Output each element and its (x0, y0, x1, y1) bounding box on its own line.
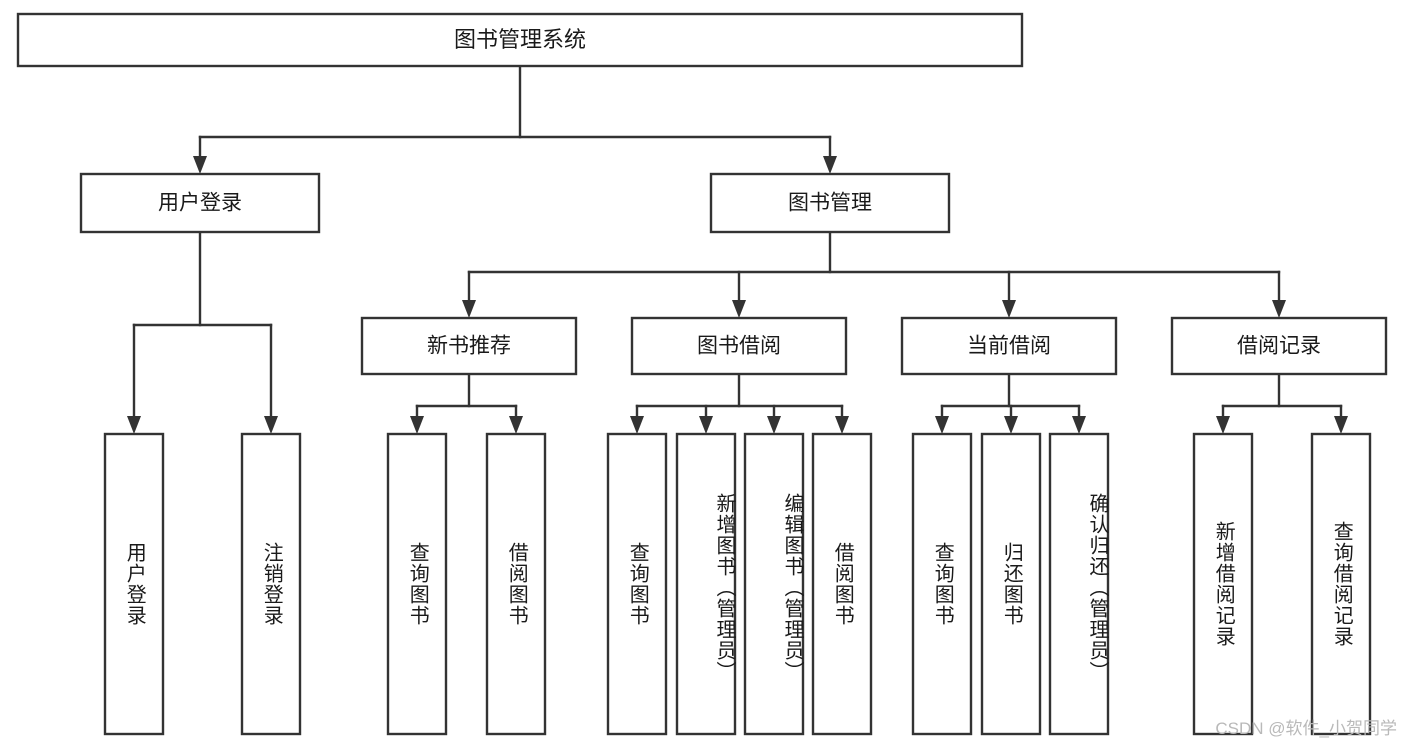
node-borrow-record-label: 借阅记录 (1237, 335, 1321, 358)
arrow-head-current-confirm (1072, 416, 1086, 434)
node-user-login-label: 用户登录 (158, 192, 242, 215)
connector-group-user-login (127, 230, 278, 434)
watermark-text: CSDN @软件_小贺同学 (1215, 719, 1397, 738)
connector-group-record (1216, 372, 1348, 434)
arrow-head-borrow (732, 300, 746, 318)
arrow-head-newbook-borrow (509, 416, 523, 434)
leaf-edit-book-box[interactable] (743, 432, 805, 736)
leaf-borrow-book-rec-box[interactable] (485, 432, 547, 736)
node-book-mgmt-box[interactable] (709, 172, 951, 234)
arrow-head-to-user-login (193, 156, 207, 174)
arrow-head-to-book-mgmt (823, 156, 837, 174)
leaf-confirm-return-box[interactable] (1048, 432, 1110, 736)
node-borrow-record-box[interactable] (1170, 316, 1388, 376)
leaf-query-book-cur-box[interactable] (911, 432, 973, 736)
arrow-head-record-query (1334, 416, 1348, 434)
leaf-lend-book-box[interactable] (811, 432, 873, 736)
arrow-head-record (1272, 300, 1286, 318)
node-root-label: 图书管理系统 (454, 27, 586, 52)
leaf-query-book-rec-box[interactable] (386, 432, 448, 736)
arrow-head-current (1002, 300, 1016, 318)
node-new-book-rec-box[interactable] (360, 316, 578, 376)
arrow-head-current-query (935, 416, 949, 434)
node-book-borrow-box[interactable] (630, 316, 848, 376)
arrow-head-borrow-query (630, 416, 644, 434)
node-book-borrow-label: 图书借阅 (697, 335, 781, 358)
node-new-book-rec-label: 新书推荐 (427, 335, 511, 358)
arrow-head-leaf-logout (264, 416, 278, 434)
arrow-head-current-return (1004, 416, 1018, 434)
node-current-borrow-box[interactable] (900, 316, 1118, 376)
node-user-login-box[interactable] (79, 172, 321, 234)
arrow-head-record-add (1216, 416, 1230, 434)
connector-group-borrow (630, 372, 849, 434)
leaf-user-login-box[interactable] (103, 432, 165, 736)
connector-group-root (193, 64, 837, 174)
leaf-query-book-lend-box[interactable] (606, 432, 668, 736)
arrow-head-newbook-query (410, 416, 424, 434)
leaf-query-record-box[interactable] (1310, 432, 1372, 736)
connector-group-current (935, 372, 1086, 434)
leaf-add-book-box[interactable] (675, 432, 737, 736)
arrow-head-borrow-add (699, 416, 713, 434)
connector-group-book-mgmt (462, 230, 1286, 318)
arrow-head-borrow-edit (767, 416, 781, 434)
arrow-head-leaf-user-login (127, 416, 141, 434)
node-root-box[interactable] (16, 12, 1024, 68)
leaf-return-book-box[interactable] (980, 432, 1042, 736)
connector-group-newbook (410, 372, 523, 434)
leaf-logout-box[interactable] (240, 432, 302, 736)
arrow-head-borrow-lend (835, 416, 849, 434)
node-book-mgmt-label: 图书管理 (788, 192, 872, 215)
leaf-add-record-box[interactable] (1192, 432, 1254, 736)
arrow-head-newbook (462, 300, 476, 318)
node-current-borrow-label: 当前借阅 (967, 335, 1051, 358)
